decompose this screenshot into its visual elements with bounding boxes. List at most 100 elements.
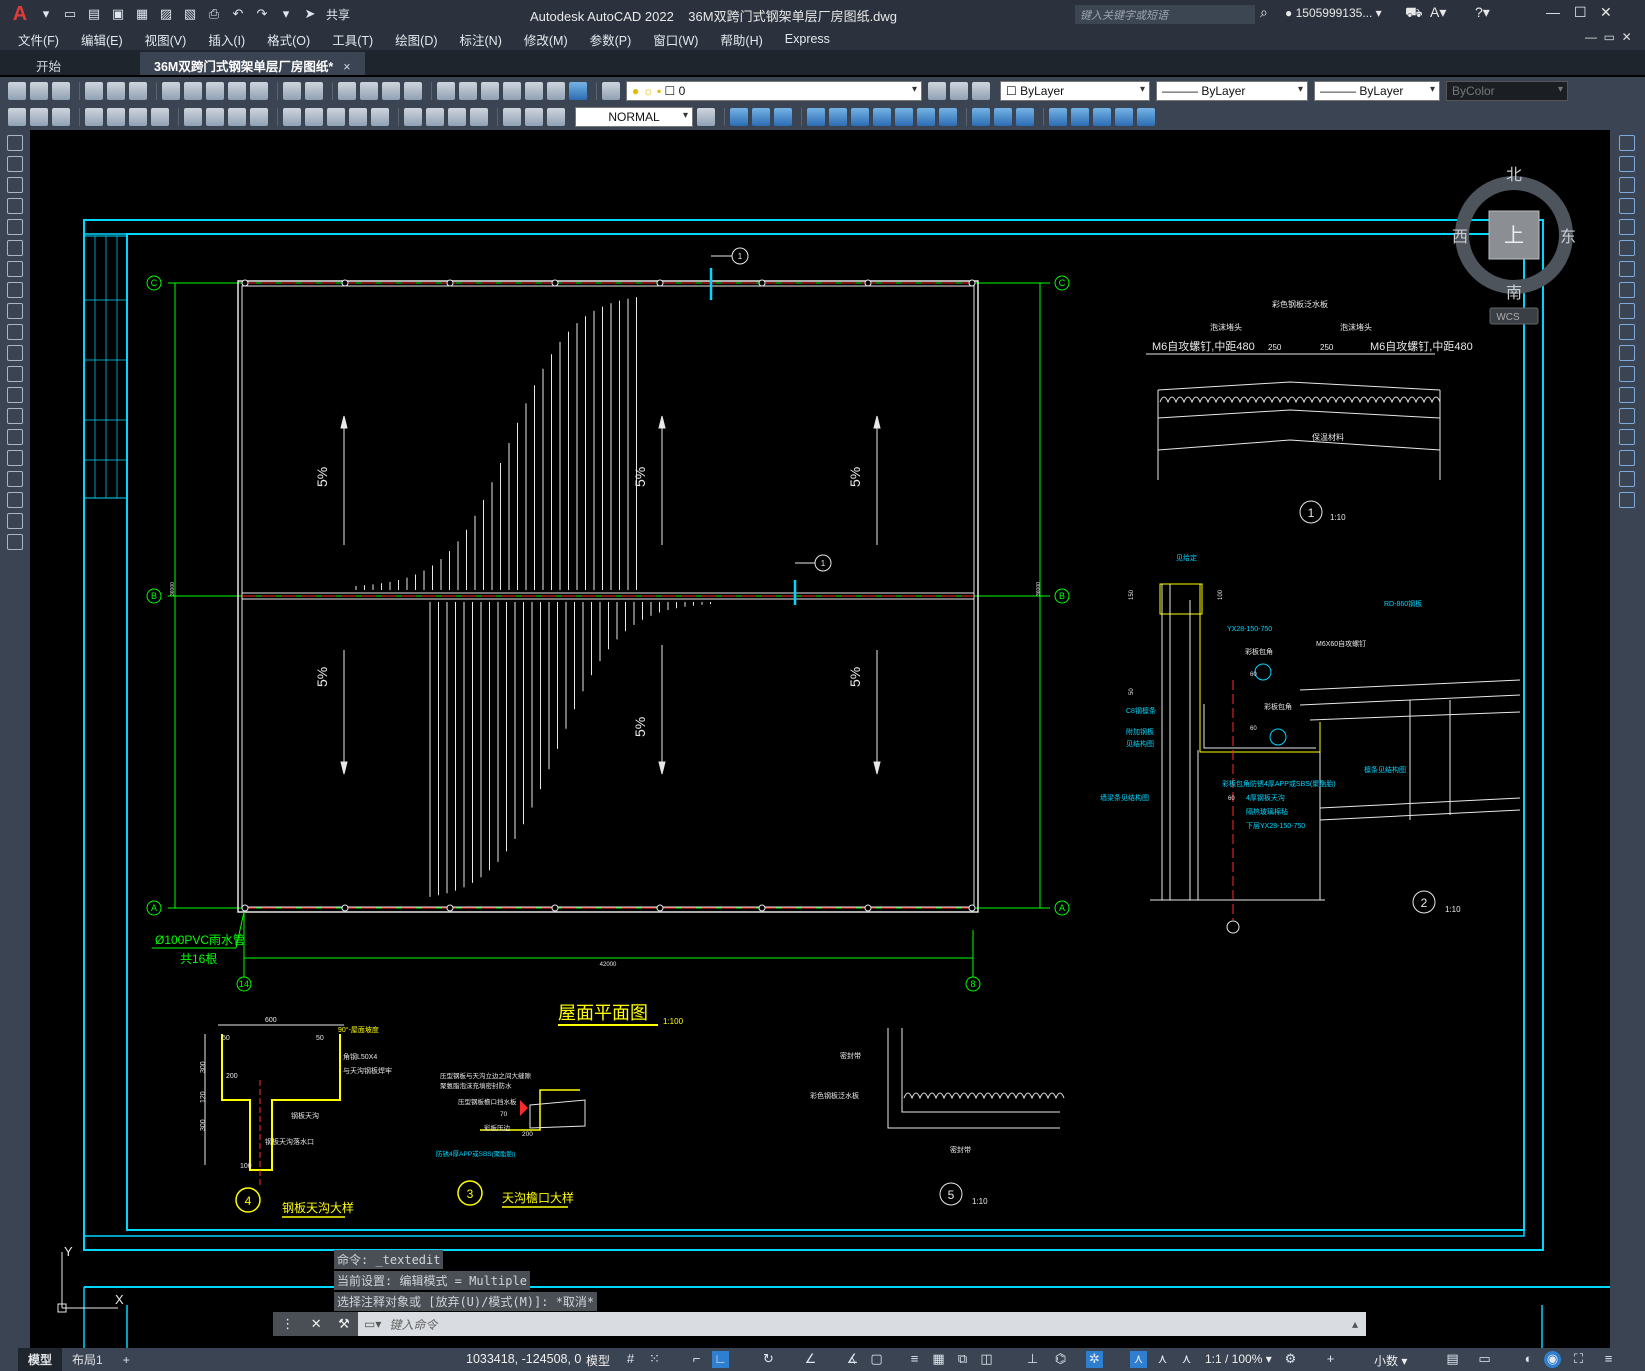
dim-space-icon[interactable] [349, 108, 367, 126]
jogged-dim-icon[interactable] [206, 108, 224, 126]
baseline-dim-icon[interactable] [305, 108, 323, 126]
block-editor-icon[interactable] [250, 81, 268, 100]
color-dropdown[interactable]: ☐ ByLayer▾ [1000, 80, 1150, 101]
new-file-icon[interactable]: ▭ [63, 6, 77, 21]
open-icon[interactable] [30, 81, 48, 100]
ordinate-dim-icon[interactable] [151, 108, 169, 126]
jogged-linear-icon[interactable] [470, 108, 488, 126]
array-icon[interactable] [1619, 219, 1635, 235]
menu-item[interactable]: 插入(I) [208, 33, 246, 48]
minimize-icon[interactable]: — [1546, 4, 1560, 20]
dim-break-icon[interactable] [371, 108, 389, 126]
saveas-icon[interactable]: ▦ [135, 6, 149, 21]
customize-status-icon[interactable]: ≡ [1604, 1351, 1613, 1366]
save-icon[interactable] [52, 81, 70, 100]
help-icon[interactable] [569, 81, 587, 100]
units-dropdown[interactable]: 小数 ▾ [1374, 1354, 1408, 1368]
maximize-icon[interactable]: ☐ [1574, 4, 1587, 20]
annotation-scale-2-icon[interactable]: ⋏ [1181, 1351, 1192, 1366]
zoom-window-icon[interactable] [382, 81, 400, 100]
ucs-3point-icon[interactable] [1093, 108, 1111, 126]
union-icon[interactable] [917, 108, 935, 126]
break-icon[interactable] [1619, 387, 1635, 403]
ucs-icon[interactable] [1049, 108, 1067, 126]
properties-icon[interactable] [437, 81, 455, 100]
tool-palettes-icon[interactable] [481, 81, 499, 100]
lock-ui-icon[interactable]: ▭ [1478, 1351, 1491, 1366]
menu-item[interactable]: 文件(F) [18, 33, 59, 48]
dim-update-icon[interactable] [547, 108, 565, 126]
point-icon[interactable] [7, 408, 23, 424]
extrude-icon[interactable] [807, 108, 825, 126]
layer-previous-icon[interactable] [950, 81, 968, 100]
plus-icon[interactable]: + [1326, 1351, 1335, 1366]
cart-icon[interactable]: ⛟ [1405, 4, 1423, 20]
plot-icon[interactable]: ⎙ [208, 6, 220, 21]
redo-icon[interactable]: ↷ [256, 6, 268, 21]
customize-icon[interactable]: ⚒ [338, 1316, 350, 1331]
user-account[interactable]: ● 1505999135... ▾ [1285, 6, 1382, 20]
spline-icon[interactable] [7, 303, 23, 319]
viewcube[interactable]: 上 北 南 西 东 WCS [1452, 150, 1576, 330]
add-selected-icon[interactable] [7, 534, 23, 550]
viewcube-east[interactable]: 东 [1560, 228, 1576, 246]
construction-line-icon[interactable] [7, 156, 23, 172]
revision-cloud-icon[interactable] [7, 282, 23, 298]
move-icon[interactable] [1619, 240, 1635, 256]
copy-icon[interactable] [184, 81, 202, 100]
aligned-dim-icon[interactable] [107, 108, 125, 126]
ellipse-icon[interactable] [7, 324, 23, 340]
close-window-icon[interactable]: ✕ [1600, 4, 1612, 20]
paste-icon[interactable] [206, 81, 224, 100]
ucs-world-icon[interactable] [1071, 108, 1089, 126]
lights-icon[interactable] [1016, 108, 1034, 126]
tolerance-icon[interactable] [404, 108, 422, 126]
menu-item[interactable]: 修改(M) [523, 33, 568, 48]
plot-preview-icon[interactable] [107, 81, 125, 100]
ellipse-arc-icon[interactable] [7, 345, 23, 361]
ucs-object-icon[interactable] [1115, 108, 1133, 126]
viewcube-south[interactable]: 南 [1506, 284, 1522, 302]
trim-icon[interactable] [1619, 324, 1635, 340]
publish-icon[interactable] [129, 81, 147, 100]
sheet-set-icon[interactable] [503, 81, 521, 100]
dim-style-icon[interactable] [30, 108, 48, 126]
calculator-icon[interactable] [547, 81, 565, 100]
doc-window-controls[interactable]: — ▭ ✕ [1585, 30, 1632, 44]
grid-icon[interactable]: # [626, 1351, 635, 1366]
snap-icon[interactable]: ⁙ [649, 1351, 660, 1366]
ortho-icon[interactable]: ∟ [712, 1351, 729, 1368]
share-button[interactable]: 共享 [326, 7, 351, 22]
infer-icon[interactable]: ⌐ [692, 1351, 701, 1366]
menu-item[interactable]: 视图(V) [144, 33, 187, 48]
revolve-icon[interactable] [873, 108, 891, 126]
menu-item[interactable]: 格式(O) [267, 33, 311, 48]
connect-icon[interactable]: A▾ [1430, 4, 1447, 20]
erase-icon[interactable] [1619, 135, 1635, 151]
scale-icon[interactable] [1619, 282, 1635, 298]
viewcube-ring[interactable] [1455, 176, 1573, 294]
help-icon[interactable]: ?▾ [1475, 4, 1490, 20]
make-block-icon[interactable] [7, 387, 23, 403]
inspection-icon[interactable] [448, 108, 466, 126]
cut-icon[interactable] [162, 81, 180, 100]
circle-icon[interactable] [7, 261, 23, 277]
menu-item[interactable]: Express [784, 32, 830, 46]
menu-item[interactable]: 标注(N) [459, 33, 502, 48]
linetype-dropdown[interactable]: ——— ByLayer▾ [1156, 80, 1308, 101]
join-icon[interactable] [1619, 408, 1635, 424]
command-input[interactable]: 键入命令 [389, 1317, 438, 1332]
search-icon[interactable]: ⌕ [1260, 4, 1268, 20]
rectangle-icon[interactable] [7, 219, 23, 235]
menu-item[interactable]: 参数(P) [589, 33, 632, 48]
presspull-icon[interactable] [829, 108, 847, 126]
tab-close-icon[interactable]: × [343, 60, 351, 74]
tab-model[interactable]: 模型 [18, 1348, 63, 1371]
tab-layout1[interactable]: 布局1 [72, 1353, 103, 1367]
osnap-icon[interactable]: ▢ [870, 1351, 883, 1366]
polyline-icon[interactable] [7, 177, 23, 193]
gizmo-icon[interactable]: ⊥ [1026, 1351, 1039, 1366]
new-icon[interactable] [8, 81, 26, 100]
transparency-icon[interactable]: ▦ [932, 1351, 945, 1366]
web-save-icon[interactable]: ▨ [159, 6, 173, 21]
